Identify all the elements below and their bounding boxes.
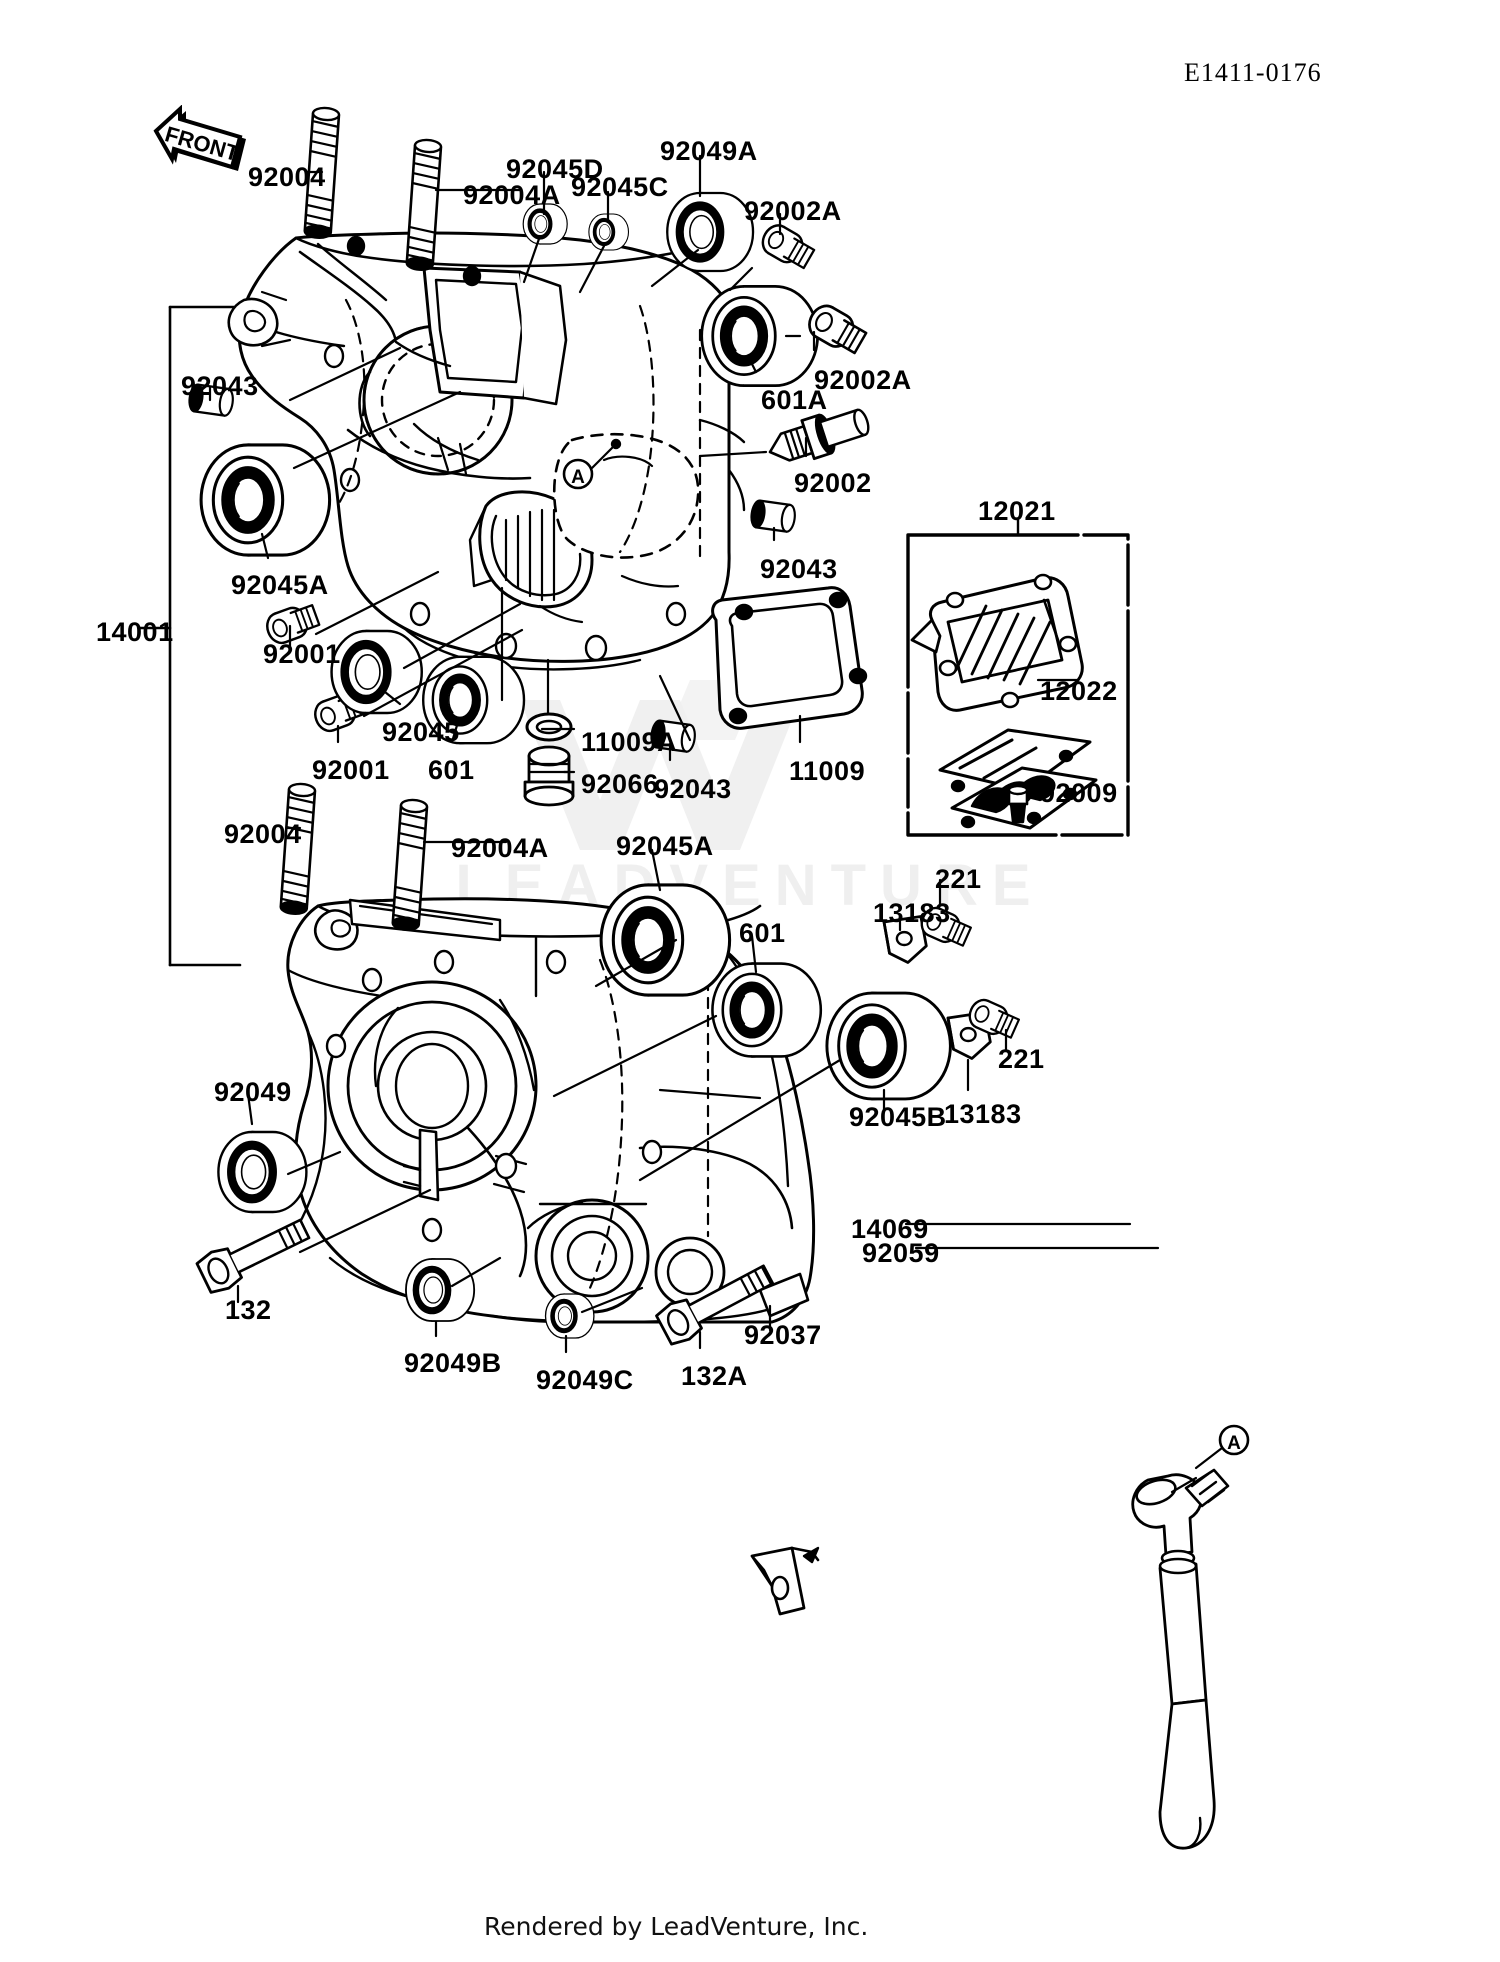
callout-11009-20: 11009 xyxy=(789,756,866,786)
reference-marker-a-lower: A xyxy=(1194,1424,1250,1470)
callout-92045a-26: 92045A xyxy=(616,831,714,861)
callout-12022-22: 12022 xyxy=(1040,676,1118,706)
part-clamp-92037 xyxy=(750,1546,820,1616)
part-bolt-92002 xyxy=(768,408,870,462)
part-reedcage-12021 xyxy=(910,573,1084,712)
callout-92004a-1: 92004A xyxy=(463,180,561,210)
callout-14001-13: 14001 xyxy=(96,617,174,647)
callout-601a-7: 601A xyxy=(761,385,828,415)
callout-92049c-39: 92049C xyxy=(536,1365,634,1395)
callout-132-36: 132 xyxy=(225,1295,272,1325)
callout-92045c-3: 92045C xyxy=(571,172,669,202)
reference-marker-a-upper: A xyxy=(562,438,622,490)
group-bracket-14001 xyxy=(138,305,242,967)
callout-92043-10: 92043 xyxy=(760,554,838,584)
callout-221-27: 221 xyxy=(935,864,982,894)
callout-92049b-38: 92049B xyxy=(404,1348,502,1378)
part-bolt-132 xyxy=(195,1218,311,1294)
callout-92002-8: 92002 xyxy=(794,468,872,498)
callout-92043-11: 92043 xyxy=(654,774,732,804)
lower-crankcase-half xyxy=(284,897,816,1324)
callout-11009a-18: 11009A xyxy=(581,727,678,757)
callout-92009-23: 92009 xyxy=(1040,778,1118,808)
callout-92001-14: 92001 xyxy=(263,639,341,669)
callout-132a-40: 132A xyxy=(681,1361,748,1391)
reed-valve-assembly-box xyxy=(906,518,1130,837)
callout-92002a-5: 92002A xyxy=(744,196,842,226)
callout-92049-33: 92049 xyxy=(214,1077,292,1107)
callout-92004-0: 92004 xyxy=(248,162,326,192)
callout-92045b-30: 92045B xyxy=(849,1102,947,1132)
part-breather-hose-92059 xyxy=(1158,1557,1216,1850)
svg-text:A: A xyxy=(1227,1433,1241,1454)
callout-92049a-4: 92049A xyxy=(660,136,758,166)
callout-601-17: 601 xyxy=(428,755,475,785)
callout-12021-21: 12021 xyxy=(978,496,1056,526)
callout-601-29: 601 xyxy=(739,918,786,948)
footer-attribution: Rendered by LeadVenture, Inc. xyxy=(484,1912,869,1941)
svg-text:A: A xyxy=(571,467,585,488)
callout-13183-32: 13183 xyxy=(944,1099,1022,1129)
callout-13183-28: 13183 xyxy=(873,898,951,928)
callout-92002a-6: 92002A xyxy=(814,365,912,395)
callout-92066-19: 92066 xyxy=(581,769,659,799)
document-number: E1411-0176 xyxy=(1184,58,1322,87)
part-screw-92009 xyxy=(1007,784,1029,824)
part-bolt-132a xyxy=(655,1264,775,1346)
callout-92043-9: 92043 xyxy=(181,371,259,401)
leader-lines xyxy=(208,154,1198,1494)
callout-92045a-12: 92045A xyxy=(231,570,329,600)
callout-92004-24: 92004 xyxy=(224,819,302,849)
callout-14069-34: 14069 xyxy=(851,1214,929,1244)
part-breather-fitting-14069 xyxy=(1131,1468,1230,1567)
callout-92045-15: 92045 xyxy=(382,717,460,747)
callout-92001-16: 92001 xyxy=(312,755,390,785)
callout-92004a-25: 92004A xyxy=(451,833,549,863)
upper-crankcase-half xyxy=(227,231,746,671)
callout-221-31: 221 xyxy=(998,1044,1045,1074)
callout-92059-35: 92059 xyxy=(862,1238,940,1268)
callout-92037-37: 92037 xyxy=(744,1320,822,1350)
callout-92045d-2: 92045D xyxy=(506,154,604,184)
front-direction-badge: FRONT xyxy=(153,105,246,171)
